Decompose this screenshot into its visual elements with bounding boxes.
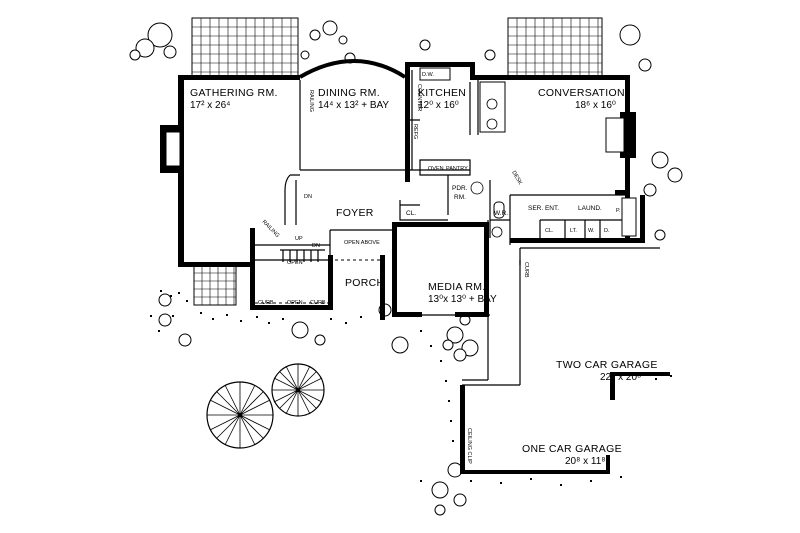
labels: GATHERING RM. 17² x 26⁴ DINING RM. 14⁴ x… bbox=[190, 72, 658, 467]
exterior-walls bbox=[160, 59, 670, 474]
dw-label: D.W. bbox=[422, 72, 434, 78]
dining-room-dims: 14⁴ x 13² + BAY bbox=[318, 100, 389, 111]
closet-label-1: CL. bbox=[406, 210, 416, 217]
tree-large bbox=[206, 381, 274, 449]
curb-label-2: CURB bbox=[310, 300, 326, 306]
interior-walls bbox=[255, 67, 660, 386]
one-car-garage-label: ONE CAR GARAGE bbox=[522, 443, 622, 455]
conversation-dims: 18⁶ x 16⁰ bbox=[575, 100, 616, 111]
curb-label-3: CURB bbox=[523, 262, 529, 278]
ceiling-clip-label: CEILING CLIP bbox=[466, 428, 472, 464]
w-label: W. bbox=[588, 228, 595, 234]
landscaping bbox=[129, 20, 683, 516]
dining-room-label: DINING RM. bbox=[318, 87, 380, 99]
kitchen-dims: 12⁰ x 16⁰ bbox=[418, 100, 459, 111]
desk-label: DESK bbox=[510, 170, 523, 186]
pdr-label-2: RM. bbox=[454, 194, 466, 201]
patio-front bbox=[193, 264, 237, 306]
two-car-garage-label: TWO CAR GARAGE bbox=[556, 359, 658, 371]
counter-label: COUNTER bbox=[416, 84, 422, 111]
pdr-label: PDR. bbox=[452, 185, 468, 192]
gathering-room-dims: 17² x 26⁴ bbox=[190, 100, 230, 111]
media-room-label: MEDIA RM. bbox=[428, 281, 486, 293]
patio-conversation bbox=[507, 17, 603, 77]
dn-label-1: DN bbox=[304, 194, 312, 200]
lt-label: LT. bbox=[570, 228, 577, 234]
ser-ent-label: SER. ENT. bbox=[528, 205, 559, 212]
railing-label-2: RAILING bbox=[261, 219, 281, 239]
refg-label: REFG bbox=[412, 124, 418, 139]
patio-gathering bbox=[191, 17, 299, 77]
foyer-label: FOYER bbox=[336, 207, 374, 219]
tree-medium bbox=[271, 363, 325, 417]
porch-label: PORCH bbox=[345, 277, 384, 289]
open-stair-label: OPEN bbox=[287, 260, 303, 266]
curb-label-1: CURB bbox=[258, 300, 274, 306]
media-room-dims: 13⁰x 13⁰ + BAY bbox=[428, 294, 497, 305]
railing-label-1: RAILING bbox=[308, 90, 314, 112]
kitchen-label: KITCHEN bbox=[418, 87, 466, 99]
up-label: UP bbox=[295, 236, 303, 242]
p-label: P. bbox=[616, 208, 621, 214]
pantry-label: PANTRY bbox=[446, 166, 468, 172]
laund-label: LAUND. bbox=[578, 205, 602, 212]
closet-label-2: CL. bbox=[545, 228, 554, 234]
one-car-garage-dims: 20⁸ x 11⁸ bbox=[565, 456, 606, 467]
open-curb-label: OPEN bbox=[287, 300, 303, 306]
dn-label-2: DN bbox=[312, 243, 320, 249]
two-car-garage-dims: 22⁸ x 20⁸ bbox=[600, 372, 641, 383]
oven-label: OVEN bbox=[428, 166, 444, 172]
open-above-label: OPEN ABOVE bbox=[344, 240, 380, 246]
gathering-room-label: GATHERING RM. bbox=[190, 87, 278, 99]
wr-label: W.R. bbox=[494, 210, 508, 217]
d-label: D. bbox=[604, 228, 610, 234]
conversation-label: CONVERSATION bbox=[538, 87, 625, 99]
